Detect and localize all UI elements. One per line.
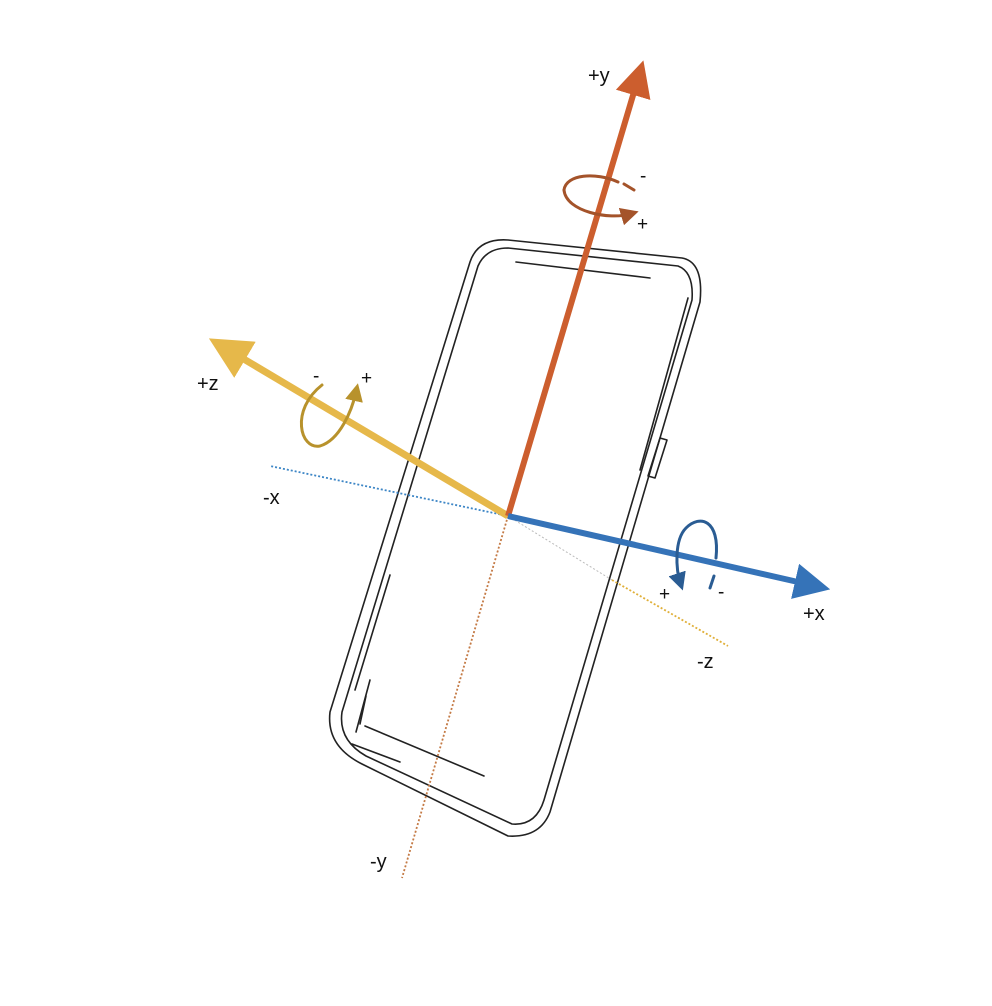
- pos-z-label: +z: [197, 373, 219, 395]
- z-rotation-minus-label: -: [313, 366, 319, 387]
- z-axis-arrow: [208, 338, 510, 520]
- pos-y-label: +y: [588, 65, 610, 87]
- x-rotation-plus-label: +: [659, 584, 670, 605]
- phone-bottom-outer-line: [351, 743, 401, 763]
- z-rotation-plus-label: +: [361, 368, 372, 389]
- phone-right-edge-line: [639, 297, 689, 471]
- neg-z-hidden-line: [507, 515, 613, 581]
- neg-x-label: -x: [263, 487, 280, 509]
- phone-outline: [328, 239, 702, 837]
- z-rotation-arrow: [299, 383, 363, 448]
- pos-x-label: +x: [803, 603, 825, 625]
- x-rotation-minus-label: -: [718, 582, 724, 603]
- neg-y-dotted-line: [401, 515, 509, 879]
- y-rotation-plus-label: +: [637, 214, 648, 235]
- phone-inner-body: [340, 247, 694, 825]
- phone-side-button: [647, 437, 668, 479]
- x-axis-arrow: [507, 513, 831, 599]
- y-axis-arrow: [505, 60, 651, 517]
- phone-outer-body: [328, 239, 702, 837]
- neg-z-label: -z: [697, 651, 714, 673]
- x-rotation-tick: [708, 574, 716, 590]
- y-rotation-arrow-front: [562, 188, 639, 226]
- phone-corner-line-2: [359, 695, 367, 725]
- neg-y-label: -y: [370, 851, 387, 873]
- y-rotation-tick: [622, 182, 636, 192]
- phone-bottom-edge-line: [364, 725, 485, 777]
- phone-corner-line-1: [355, 679, 371, 733]
- phone-left-edge-line: [354, 574, 391, 691]
- x-rotation-arrow: [668, 519, 718, 591]
- y-rotation-arrow-back: [562, 174, 620, 192]
- neg-x-dotted-line: [269, 465, 509, 517]
- y-rotation-minus-label: -: [640, 166, 646, 187]
